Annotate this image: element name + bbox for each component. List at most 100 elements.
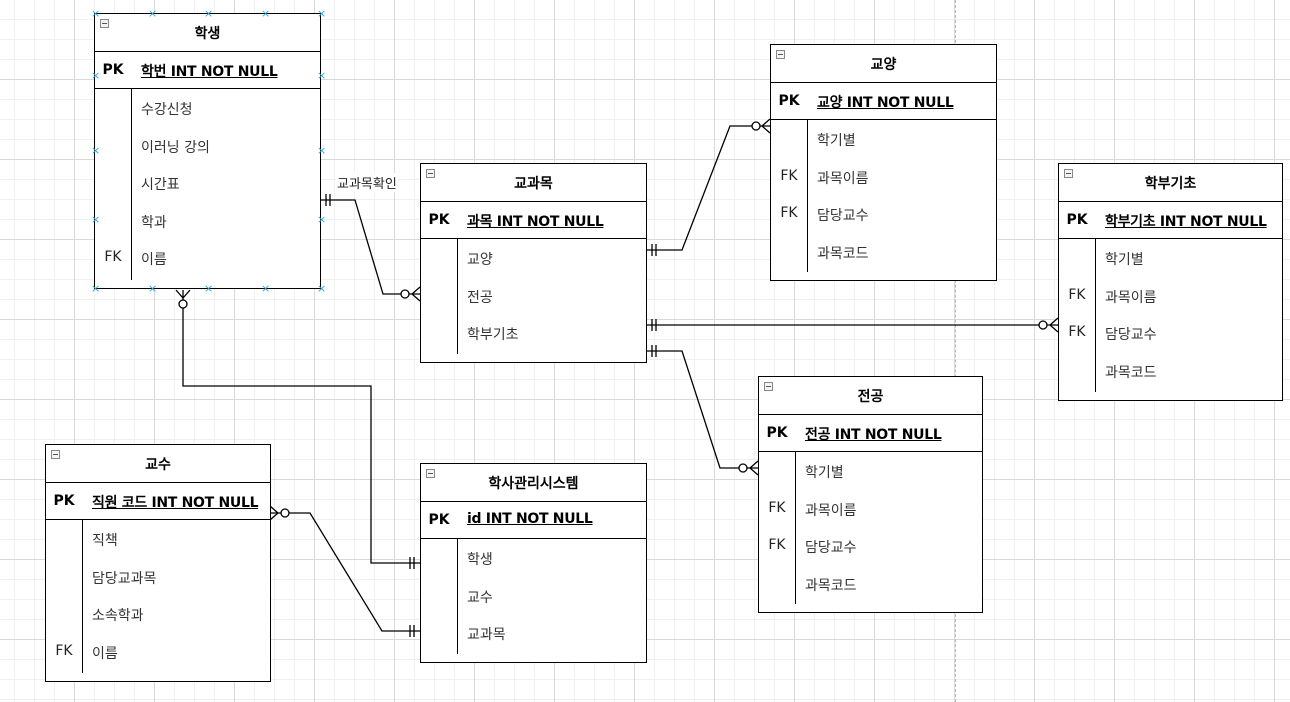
- pk-marker: PK: [778, 93, 800, 109]
- field-name: 과목이름: [1105, 289, 1157, 306]
- field-name: 과목이름: [817, 170, 869, 187]
- primary-key-row: PK 학번 INT NOT NULL: [95, 52, 320, 89]
- primary-key-row: PK 직원 코드 INT NOT NULL: [46, 483, 270, 520]
- pk-field: id INT NOT NULL: [467, 511, 593, 527]
- field-name: 직책: [92, 533, 118, 549]
- edge-course-liberal[interactable]: [646, 118, 771, 256]
- resize-handle-icon[interactable]: ×: [317, 282, 327, 295]
- resize-handle-icon[interactable]: ×: [148, 7, 158, 20]
- entity-title: 전공: [857, 388, 884, 405]
- resize-handle-icon[interactable]: ×: [91, 69, 101, 82]
- field-name: 교양: [467, 252, 493, 268]
- edge-student-course[interactable]: [320, 194, 421, 302]
- primary-key-row: PK 교양 INT NOT NULL: [771, 83, 996, 120]
- pk-marker: PK: [53, 493, 75, 509]
- entity-title: 학사관리시스템: [488, 475, 579, 492]
- collapse-icon[interactable]: [426, 469, 435, 478]
- entity-basic-studies[interactable]: 학부기초 PK 학부기초 INT NOT NULL 학기별 FK 과목이름 FK 담…: [1058, 163, 1283, 401]
- edge-course-basic[interactable]: [646, 317, 1059, 333]
- pk-field: 학부기초 INT NOT NULL: [1105, 214, 1267, 230]
- field-name: 학기별: [817, 133, 856, 149]
- entity-title: 교양: [870, 56, 897, 73]
- field-name: 학과: [141, 214, 167, 231]
- field-name: 학생: [467, 552, 493, 568]
- entity-header: 교양: [771, 45, 996, 83]
- field-name: 담당교과목: [92, 570, 157, 587]
- resize-handle-icon[interactable]: ×: [317, 7, 327, 20]
- edge-professor-system[interactable]: [269, 505, 420, 637]
- field-name: 담당교수: [805, 540, 857, 556]
- edge-course-major[interactable]: [646, 345, 759, 476]
- entity-professor[interactable]: 교수 PK 직원 코드 INT NOT NULL 직책 담당교과목 소속학과 F…: [45, 444, 271, 682]
- field-name: 시간표: [141, 177, 180, 193]
- relationship-label: 교과목확인: [336, 173, 398, 192]
- field-name: 학기별: [1105, 252, 1144, 268]
- pk-field: 전공 INT NOT NULL: [805, 427, 942, 443]
- field-name: 과목코드: [817, 245, 869, 262]
- pk-marker: PK: [428, 212, 450, 228]
- pk-field: 교양 INT NOT NULL: [817, 95, 954, 111]
- resize-handle-icon[interactable]: ×: [317, 69, 327, 82]
- entity-header: 학부기초: [1059, 164, 1282, 202]
- entity-header: 교과목: [421, 164, 646, 202]
- field-name: 담당교수: [817, 208, 869, 224]
- edge-student-system[interactable]: [175, 289, 420, 569]
- collapse-icon[interactable]: [776, 50, 785, 59]
- entity-title: 교수: [145, 456, 171, 473]
- field-name: 담당교수: [1105, 327, 1157, 343]
- pk-marker: PK: [102, 62, 124, 78]
- collapse-icon[interactable]: [764, 382, 773, 391]
- resize-handle-icon[interactable]: ×: [91, 144, 101, 157]
- field-name: 교과목: [467, 627, 506, 643]
- collapse-icon[interactable]: [100, 19, 109, 28]
- resize-handle-icon[interactable]: ×: [204, 7, 214, 20]
- resize-handle-icon[interactable]: ×: [148, 282, 158, 295]
- entity-header: 학생: [95, 14, 320, 52]
- field-name: 교수: [467, 589, 493, 606]
- key-marker: FK: [104, 249, 122, 265]
- resize-handle-icon[interactable]: ×: [204, 282, 214, 295]
- primary-key-row: PK 전공 INT NOT NULL: [759, 415, 982, 452]
- resize-handle-icon[interactable]: ×: [261, 7, 271, 20]
- field-name: 이름: [141, 252, 167, 268]
- field-name: 과목코드: [805, 577, 857, 594]
- pk-field: 학번 INT NOT NULL: [141, 64, 278, 80]
- field-name: 학기별: [805, 465, 844, 481]
- field-name: 이러닝 강의: [141, 139, 210, 156]
- entity-header: 학사관리시스템: [421, 464, 646, 502]
- entity-title: 학생: [194, 25, 221, 42]
- primary-key-row: PK 학부기초 INT NOT NULL: [1059, 202, 1282, 239]
- key-marker: FK: [768, 537, 786, 553]
- resize-handle-icon[interactable]: ×: [317, 213, 327, 226]
- pk-field: 직원 코드 INT NOT NULL: [92, 495, 259, 511]
- key-marker: FK: [1068, 286, 1086, 303]
- primary-key-row: PK 과목 INT NOT NULL: [421, 202, 646, 239]
- field-name: 과목코드: [1105, 364, 1157, 381]
- entity-header: 전공: [759, 377, 982, 415]
- entity-course[interactable]: 교과목 PK 과목 INT NOT NULL 교양 전공 학부기초: [420, 163, 647, 363]
- key-marker: FK: [1068, 324, 1086, 340]
- entity-header: 교수: [46, 445, 270, 483]
- resize-handle-icon[interactable]: ×: [91, 7, 101, 20]
- entity-title: 학부기초: [1144, 175, 1197, 192]
- entity-student[interactable]: 학생 PK 학번 INT NOT NULL 수강신청 이러닝 강의 시간표 학과…: [94, 13, 321, 289]
- entity-academic-system[interactable]: 학사관리시스템 PK id INT NOT NULL 학생 교수 교과목: [420, 463, 647, 663]
- collapse-icon[interactable]: [1064, 169, 1073, 178]
- field-name: 소속학과: [92, 608, 144, 624]
- resize-handle-icon[interactable]: ×: [91, 213, 101, 226]
- entity-title: 교과목: [514, 175, 553, 192]
- collapse-icon[interactable]: [51, 450, 60, 459]
- pk-marker: PK: [766, 425, 788, 441]
- key-marker: FK: [780, 205, 798, 221]
- resize-handle-icon[interactable]: ×: [261, 282, 271, 295]
- collapse-icon[interactable]: [426, 169, 435, 178]
- resize-handle-icon[interactable]: ×: [91, 282, 101, 295]
- page-break-line: [955, 0, 956, 702]
- key-marker: FK: [55, 642, 73, 659]
- field-name: 과목이름: [805, 502, 857, 519]
- resize-handle-icon[interactable]: ×: [317, 144, 327, 157]
